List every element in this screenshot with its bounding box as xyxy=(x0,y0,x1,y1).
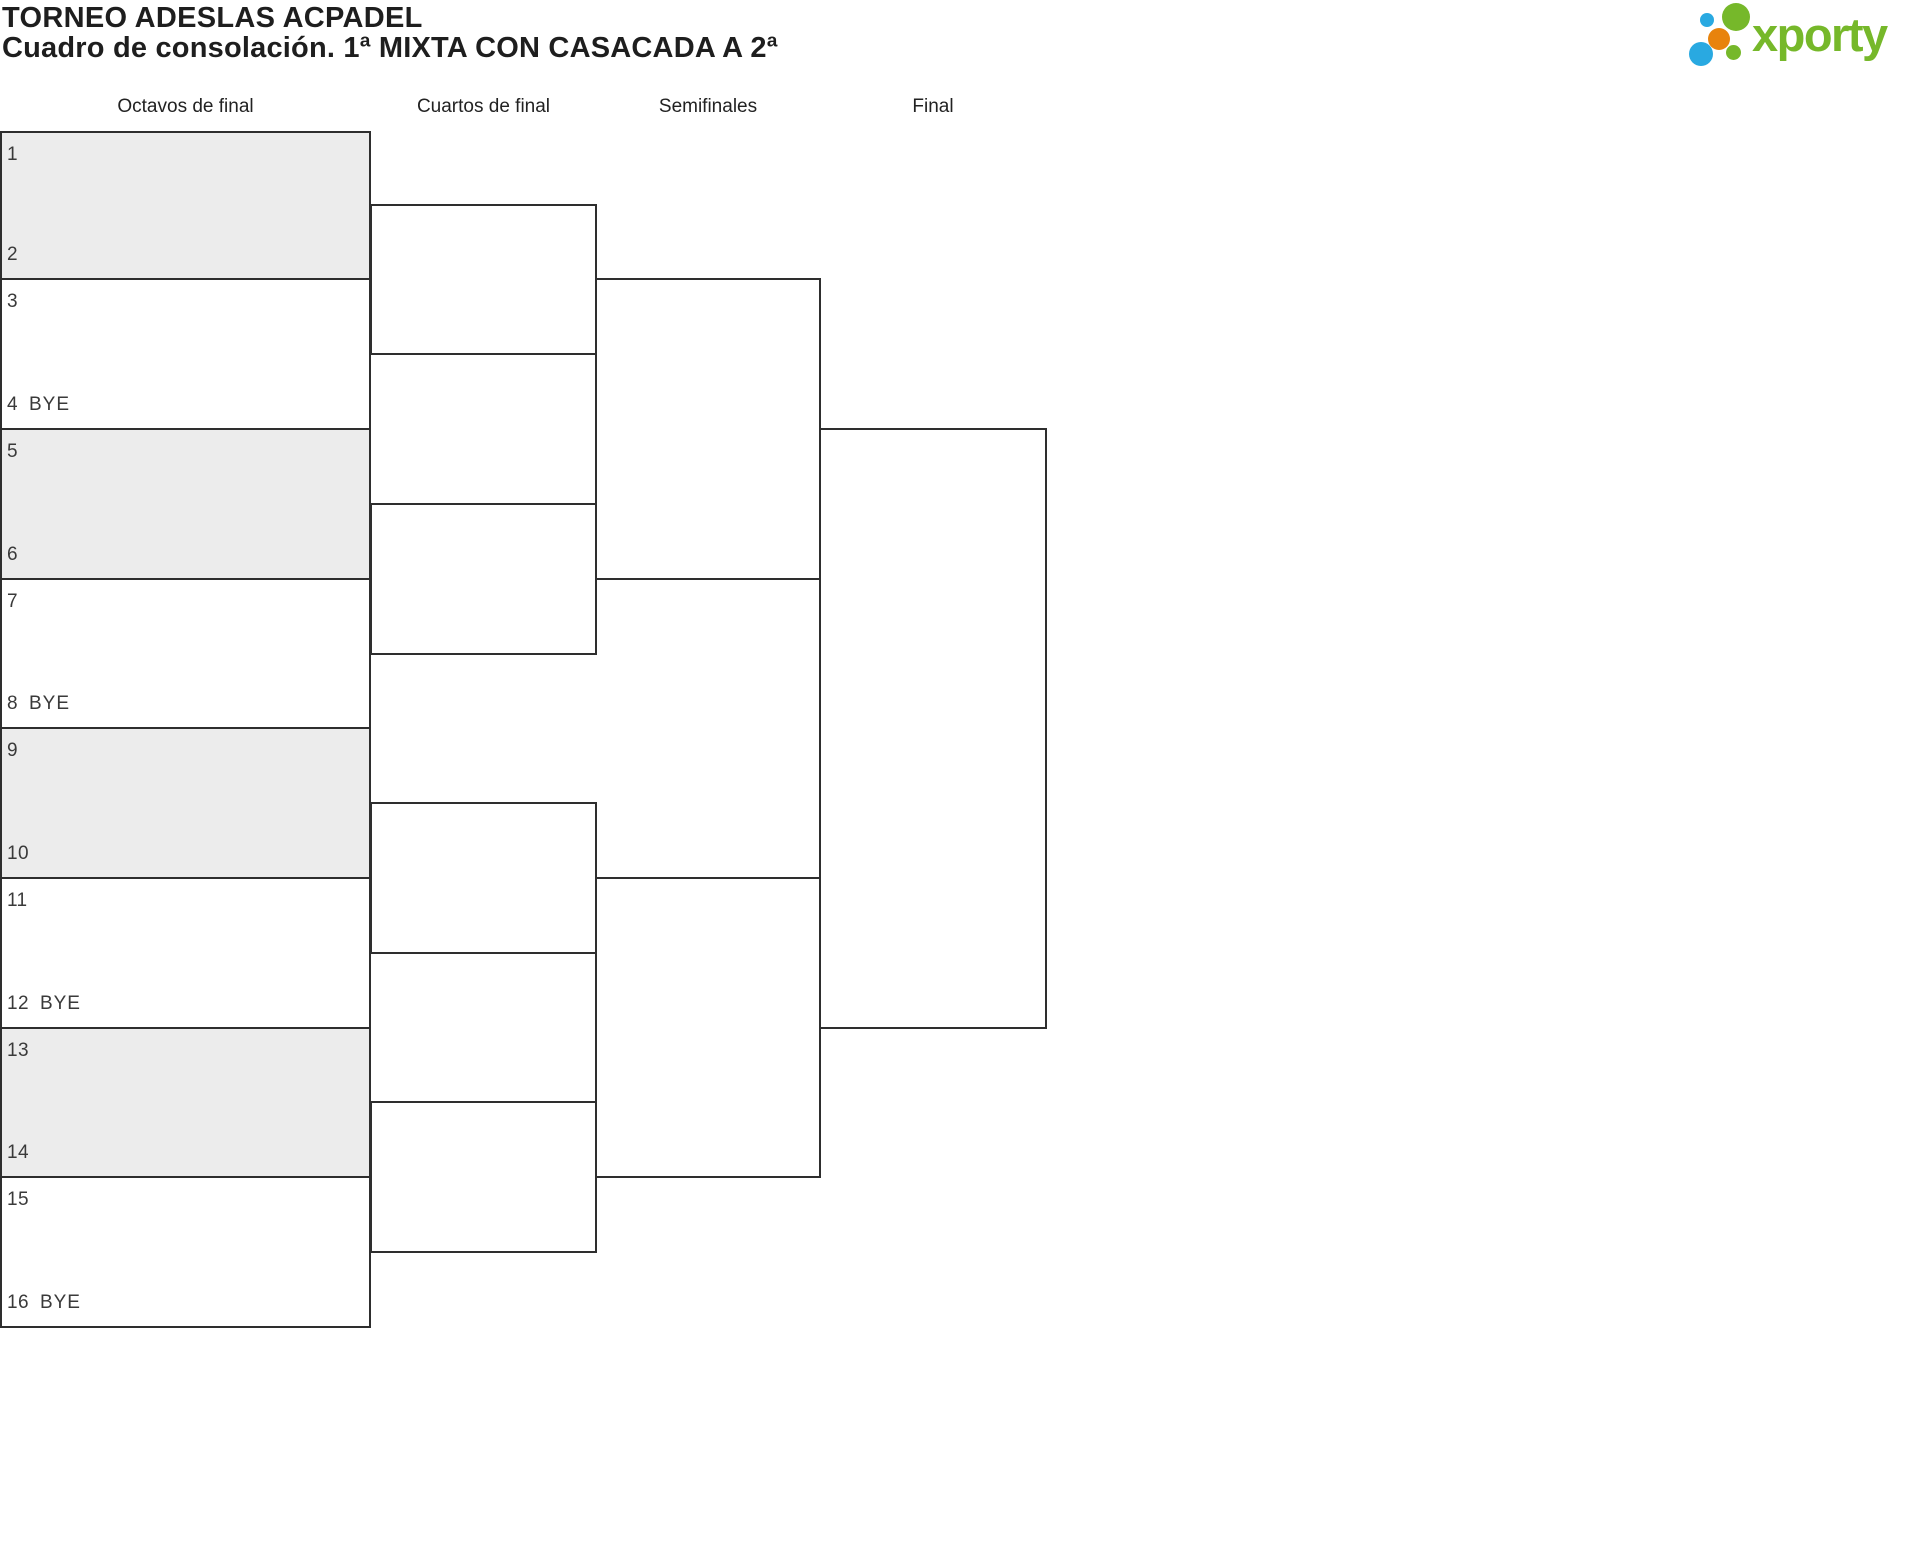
logo-dot-blue-small-icon xyxy=(1700,13,1714,27)
seed-number: 14 xyxy=(7,1142,29,1163)
round-of-16-match: 5 6 xyxy=(0,428,371,580)
bracket-slot: 3 xyxy=(7,291,365,313)
seed-number: 4 xyxy=(7,394,18,415)
logo-dot-green-small-icon xyxy=(1726,45,1741,60)
bracket-slot: 6 xyxy=(7,544,365,566)
seed-number: 9 xyxy=(7,740,18,761)
logo-dot-green-large-icon xyxy=(1722,3,1750,31)
logo-dot-orange-icon xyxy=(1708,28,1730,50)
bracket-slot: 14 xyxy=(7,1142,365,1164)
bracket-slot: 4 BYE xyxy=(7,394,365,416)
tournament-title: TORNEO ADESLAS ACPADEL xyxy=(2,2,423,34)
bye-tag: BYE xyxy=(39,1292,81,1313)
round-header-semifinals: Semifinales xyxy=(658,96,758,117)
seed-number: 5 xyxy=(7,441,18,462)
seed-number: 6 xyxy=(7,544,18,565)
bracket-slot: 8 BYE xyxy=(7,693,365,715)
round-of-16-match: 3 4 BYE xyxy=(0,278,371,430)
bracket-slot: 11 xyxy=(7,890,365,912)
bracket-slot: 2 xyxy=(7,244,365,266)
bracket-slot: 13 xyxy=(7,1040,365,1062)
quarterfinal-match-box xyxy=(370,204,597,355)
round-of-16-match: 9 10 xyxy=(0,727,371,879)
quarterfinal-match-box xyxy=(370,1101,597,1253)
seed-number: 8 xyxy=(7,693,18,714)
round-header-round-of-16: Octavos de final xyxy=(117,96,254,117)
round-of-16-match: 13 14 xyxy=(0,1027,371,1178)
quarterfinal-match-box xyxy=(370,503,597,655)
round-header-final: Final xyxy=(912,96,954,117)
logo-dot-blue-large-icon xyxy=(1689,42,1713,66)
round-of-16-match: 11 12 BYE xyxy=(0,877,371,1029)
bracket-slot: 12 BYE xyxy=(7,993,365,1015)
bracket-subtitle: Cuadro de consolación. 1ª MIXTA CON CASA… xyxy=(2,32,778,64)
bye-tag: BYE xyxy=(28,693,70,714)
seed-number: 10 xyxy=(7,843,29,864)
seed-number: 13 xyxy=(7,1040,29,1061)
final-match-box xyxy=(819,428,1047,1029)
seed-number: 15 xyxy=(7,1189,29,1210)
quarterfinal-match-box xyxy=(370,802,597,954)
round-header-quarterfinals: Cuartos de final xyxy=(416,96,551,117)
bracket-slot: 5 xyxy=(7,441,365,463)
seed-number: 12 xyxy=(7,993,29,1014)
xporty-logo-text: xporty xyxy=(1752,8,1888,61)
bracket-slot: 7 xyxy=(7,591,365,613)
bracket-slot: 1 xyxy=(7,144,365,166)
seed-number: 2 xyxy=(7,244,18,265)
seed-number: 11 xyxy=(7,890,28,911)
seed-number: 7 xyxy=(7,591,18,612)
bye-tag: BYE xyxy=(39,993,81,1014)
seed-number: 16 xyxy=(7,1292,29,1313)
semifinal-match-box xyxy=(595,877,821,1178)
semifinal-match-box xyxy=(595,278,821,580)
bracket-slot: 10 xyxy=(7,843,365,865)
seed-number: 1 xyxy=(7,144,18,165)
seed-number: 3 xyxy=(7,291,18,312)
round-of-16-match: 1 2 xyxy=(0,131,371,280)
bye-tag: BYE xyxy=(28,394,70,415)
round-of-16-match: 15 16 BYE xyxy=(0,1176,371,1328)
bracket-slot: 16 BYE xyxy=(7,1292,365,1314)
bracket-slot: 9 xyxy=(7,740,365,762)
bracket-slot: 15 xyxy=(7,1189,365,1211)
round-of-16-match: 7 8 BYE xyxy=(0,578,371,729)
